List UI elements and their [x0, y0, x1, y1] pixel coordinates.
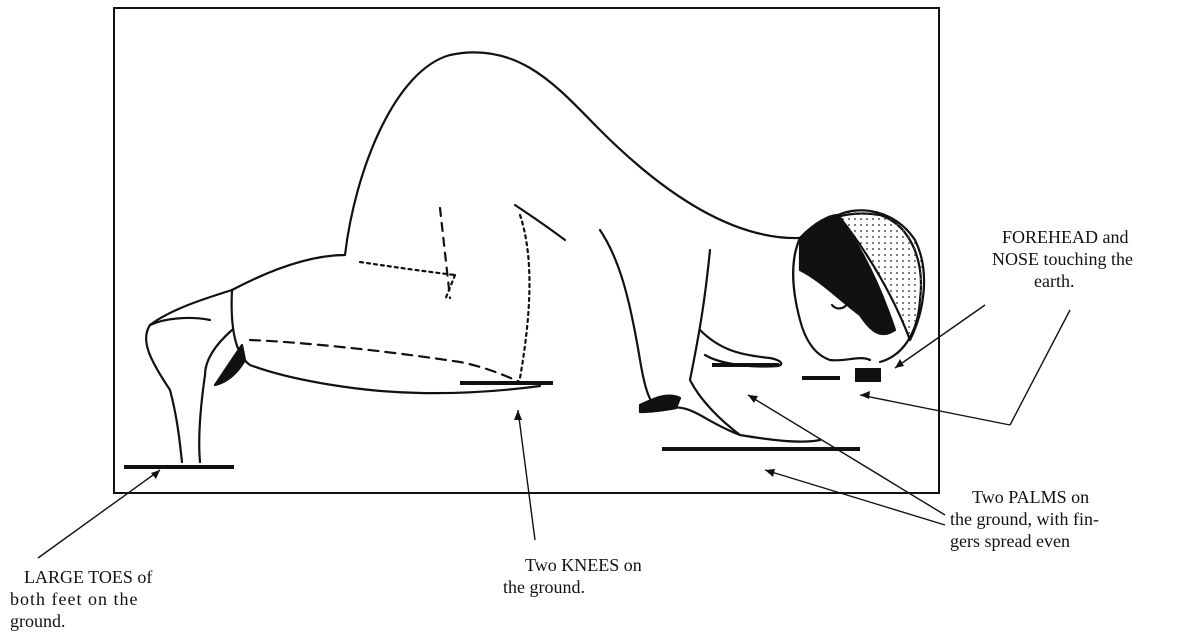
palms-label-line-3: gers spread even [950, 530, 1099, 552]
arrowhead-toes [151, 470, 160, 479]
forehead-leader-2 [860, 395, 1010, 425]
knees-label-line-2: the ground. [503, 576, 642, 598]
forehead-leader-3 [1010, 310, 1070, 425]
toes-label-line-3: ground. [10, 610, 152, 632]
arrowhead-palms [765, 469, 775, 477]
palms-leader-1 [748, 395, 945, 515]
prostrating-figure [146, 52, 924, 462]
toes-label: LARGE TOES of both feet on the ground. [10, 566, 152, 632]
forehead-label: FOREHEAD and NOSE touching the earth. [1002, 226, 1133, 292]
toes-label-line-1: LARGE TOES of [24, 566, 152, 588]
arrowhead-nose [860, 391, 870, 399]
knees-label: Two KNEES on the ground. [503, 554, 642, 598]
forehead-label-line-3: earth. [1034, 270, 1133, 292]
palms-label-line-1: Two PALMS on [972, 486, 1099, 508]
toes-label-line-2: both feet on the [10, 588, 152, 610]
arrowhead-forehead [895, 359, 904, 368]
palms-label: Two PALMS on the ground, with fin- gers … [950, 486, 1099, 552]
forehead-label-line-2: NOSE touching the [992, 248, 1133, 270]
knees-leader [518, 410, 535, 540]
ground-contact-bars [124, 365, 860, 467]
forehead-label-line-1: FOREHEAD and [1002, 226, 1133, 248]
arrowhead-knees [514, 410, 522, 420]
arrowhead-palm-near [748, 395, 758, 403]
toes-leader [38, 470, 160, 558]
knees-label-line-1: Two KNEES on [525, 554, 642, 576]
palms-leader-2 [765, 470, 945, 525]
forehead-ground-mark [855, 368, 881, 382]
leader-lines [38, 305, 1070, 558]
palms-label-line-2: the ground, with fin- [950, 508, 1099, 530]
